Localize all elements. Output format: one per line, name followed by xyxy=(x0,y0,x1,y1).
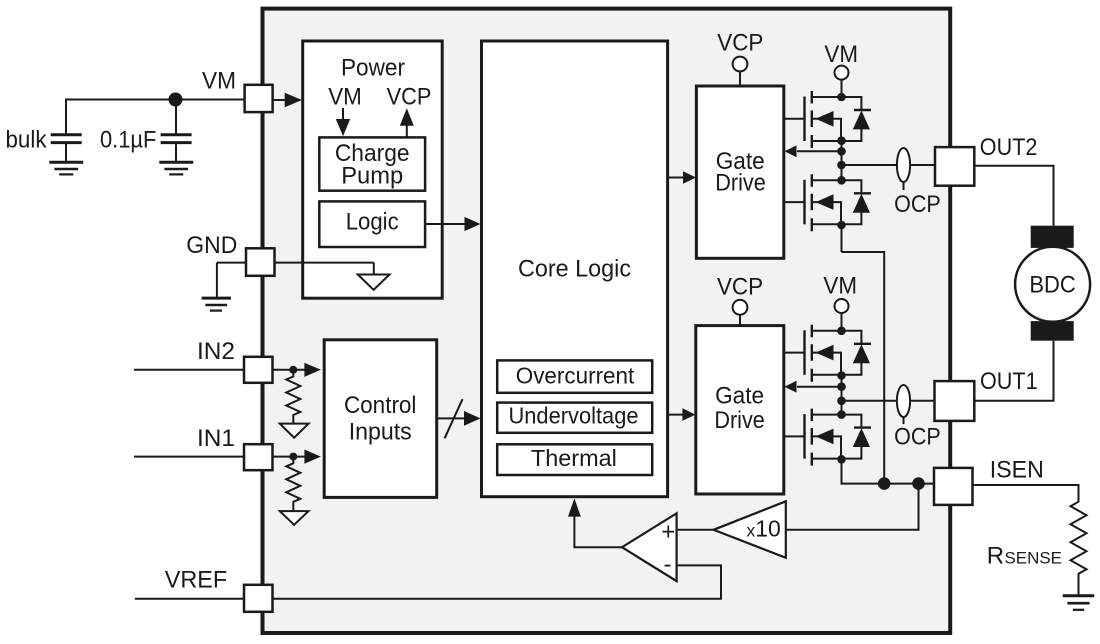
svg-text:ISEN: ISEN xyxy=(990,457,1044,484)
svg-text:VM: VM xyxy=(328,84,362,111)
svg-text:Undervoltage: Undervoltage xyxy=(509,403,639,429)
svg-text:Gate: Gate xyxy=(715,383,764,410)
svg-text:VREF: VREF xyxy=(165,567,227,594)
svg-text:Drive: Drive xyxy=(715,170,766,197)
svg-text:IN2: IN2 xyxy=(197,338,235,365)
svg-text:VCP: VCP xyxy=(387,84,432,111)
svg-text:Overcurrent: Overcurrent xyxy=(516,362,635,388)
svg-text:IN1: IN1 xyxy=(197,425,235,452)
svg-text:OUT1: OUT1 xyxy=(980,368,1038,395)
svg-text:VM: VM xyxy=(824,41,858,68)
svg-text:R: R xyxy=(987,543,1004,570)
svg-text:+: + xyxy=(661,519,675,546)
svg-text:Charge: Charge xyxy=(335,140,410,167)
svg-text:-: - xyxy=(664,551,672,578)
svg-text:Pump: Pump xyxy=(341,163,403,190)
svg-text:Thermal: Thermal xyxy=(531,445,617,471)
svg-text:Core Logic: Core Logic xyxy=(518,256,631,283)
svg-text:OCP: OCP xyxy=(894,424,941,451)
svg-text:Inputs: Inputs xyxy=(349,419,412,446)
svg-text:OUT2: OUT2 xyxy=(980,134,1038,161)
svg-text:VCP: VCP xyxy=(717,30,763,57)
svg-text:GND: GND xyxy=(186,232,237,259)
svg-text:SENSE: SENSE xyxy=(1005,549,1063,568)
svg-text:Drive: Drive xyxy=(714,407,765,434)
svg-text:OCP: OCP xyxy=(894,191,941,218)
svg-text:VCP: VCP xyxy=(717,274,763,301)
svg-text:BDC: BDC xyxy=(1029,272,1075,299)
svg-text:Logic: Logic xyxy=(346,209,399,236)
svg-text:bulk: bulk xyxy=(6,126,48,153)
svg-text:VM: VM xyxy=(823,273,857,300)
svg-text:Power: Power xyxy=(341,55,405,82)
svg-text:VM: VM xyxy=(202,68,236,95)
svg-text:Gate: Gate xyxy=(716,148,765,175)
svg-text:Control: Control xyxy=(344,392,417,419)
svg-text:0.1µF: 0.1µF xyxy=(100,126,156,153)
svg-text:x10: x10 xyxy=(747,515,781,541)
